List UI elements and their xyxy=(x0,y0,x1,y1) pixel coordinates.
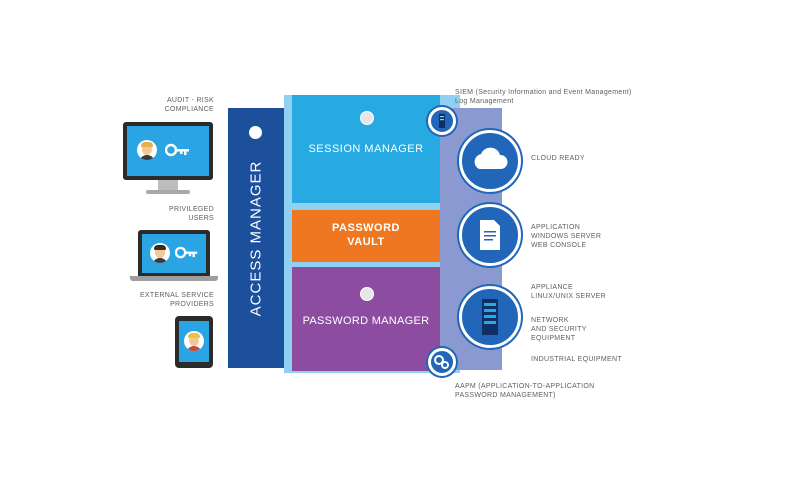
cloud-label: CLOUD READY xyxy=(531,155,585,162)
siem-label: SIEM (Security Information and Event Man… xyxy=(455,89,632,105)
gear-icon xyxy=(360,287,374,301)
appliance-label: APPLIANCE LINUX/UNIX SERVER xyxy=(531,284,606,300)
session-manager-block: SESSION MANAGER xyxy=(292,95,440,203)
gear-icon xyxy=(249,126,262,139)
aapm-label: AAPM (APPLICATION-TO-APPLICATION PASSWOR… xyxy=(455,383,595,399)
password-vault-label: PASSWORD VAULT xyxy=(332,222,400,248)
cloud-icon xyxy=(459,130,521,192)
gear-icon xyxy=(360,111,374,125)
network-label: NETWORK AND SECURITY EQUIPMENT xyxy=(531,317,587,342)
access-manager-block: ACCESS MANAGER xyxy=(228,108,284,368)
session-manager-label: SESSION MANAGER xyxy=(308,143,424,155)
key-icon xyxy=(175,246,198,259)
user-label-audit: AUDIT - RISK COMPLIANCE xyxy=(164,97,214,113)
gears-icon xyxy=(428,348,456,376)
server-icon xyxy=(428,107,456,135)
user-label-privileged: PRIVILEGED USERS xyxy=(168,206,214,222)
password-manager-block: PASSWORD MANAGER xyxy=(292,267,440,371)
password-vault-block: PASSWORD VAULT xyxy=(292,210,440,262)
avatar xyxy=(137,140,157,160)
password-manager-label: PASSWORD MANAGER xyxy=(302,315,430,327)
server-icon xyxy=(459,286,521,348)
tablet-icon xyxy=(175,316,213,368)
avatar xyxy=(184,331,204,351)
document-icon xyxy=(459,204,521,266)
access-manager-label: ACCESS MANAGER xyxy=(247,160,265,316)
industrial-label: INDUSTRIAL EQUIPMENT xyxy=(531,356,622,363)
monitor-icon xyxy=(123,122,213,180)
key-icon xyxy=(165,143,189,157)
avatar xyxy=(150,243,170,263)
laptop-icon xyxy=(138,230,210,276)
laptop-base xyxy=(130,276,218,281)
monitor-stand xyxy=(158,180,178,190)
user-label-external: EXTERNAL SERVICE PROVIDERS xyxy=(139,292,214,308)
application-label: APPLICATION WINDOWS SERVER WEB CONSOLE xyxy=(531,224,602,249)
monitor-base xyxy=(146,190,190,194)
